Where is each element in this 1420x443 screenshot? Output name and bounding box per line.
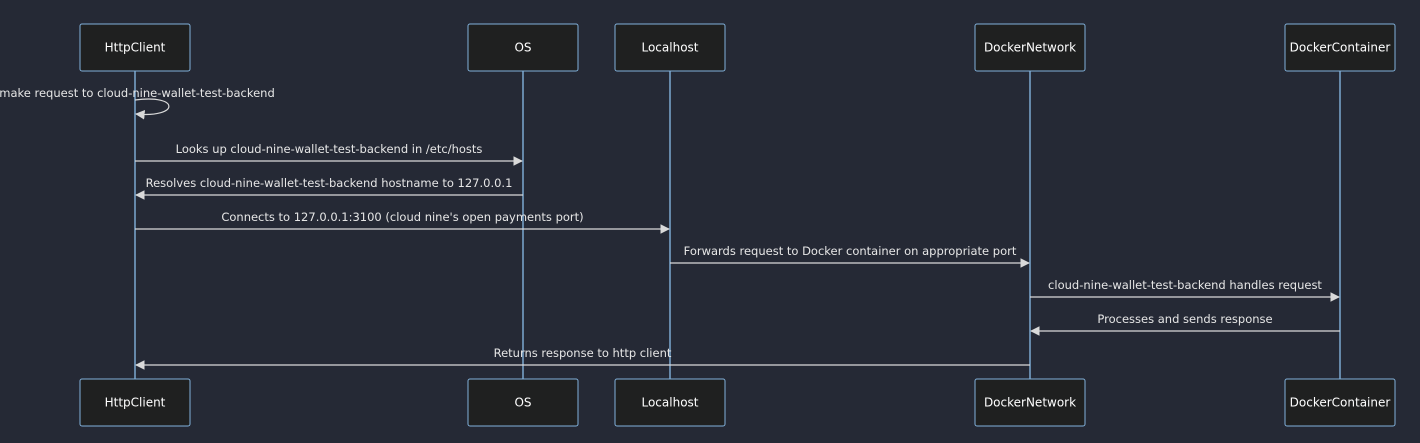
actor-bottom-dockernetwork: DockerNetwork: [974, 378, 1086, 427]
actor-label: HttpClient: [105, 396, 166, 410]
message-label: Connects to 127.0.0.1:3100 (cloud nine's…: [221, 210, 583, 224]
message-8: Returns response to http client: [135, 346, 1030, 370]
message-6: cloud-nine-wallet-test-backend handles r…: [1030, 278, 1340, 302]
actor-top-dockercontainer: DockerContainer: [1284, 23, 1396, 72]
actor-label: Localhost: [641, 396, 698, 410]
actor-label: DockerNetwork: [984, 396, 1076, 410]
actor-box: [467, 23, 579, 72]
message-label: Returns response to http client: [494, 346, 672, 360]
actor-box: [974, 23, 1086, 72]
message-label: Looks up cloud-nine-wallet-test-backend …: [176, 142, 483, 156]
message-5: Forwards request to Docker container on …: [670, 244, 1030, 268]
actor-box: [614, 23, 726, 72]
messages: make request to cloud-nine-wallet-test-b…: [0, 86, 1340, 370]
actor-bottom-localhost: Localhost: [614, 378, 726, 427]
actors-bottom: HttpClient OS Localhost DockerNetwork Docker…: [79, 378, 1396, 427]
actor-box: [974, 378, 1086, 427]
actor-bottom-dockercontainer: DockerContainer: [1284, 378, 1396, 427]
actor-bottom-httpclient: HttpClient: [79, 378, 191, 427]
actor-label: Localhost: [641, 41, 698, 55]
actor-top-os: OS: [467, 23, 579, 72]
actor-label: OS: [514, 396, 531, 410]
actor-label: DockerContainer: [1290, 41, 1391, 55]
message-arrow: [134, 98, 170, 120]
actor-label: OS: [514, 41, 531, 55]
actor-label: HttpClient: [105, 41, 166, 55]
message-4: Connects to 127.0.0.1:3100 (cloud nine's…: [135, 210, 670, 234]
message-2: Looks up cloud-nine-wallet-test-backend …: [135, 142, 523, 166]
message-label: make request to cloud-nine-wallet-test-b…: [0, 86, 275, 100]
lifelines: [134, 71, 1341, 379]
actor-box: [79, 23, 191, 72]
message-label: cloud-nine-wallet-test-backend handles r…: [1048, 278, 1322, 292]
actors-top: HttpClient OS Localhost DockerNetwork Docker…: [79, 23, 1396, 72]
actor-box: [1284, 378, 1396, 427]
actor-top-httpclient: HttpClient: [79, 23, 191, 72]
message-1: make request to cloud-nine-wallet-test-b…: [0, 86, 275, 120]
message-label: Resolves cloud-nine-wallet-test-backend …: [146, 176, 513, 190]
actor-top-localhost: Localhost: [614, 23, 726, 72]
actor-box: [1284, 23, 1396, 72]
actor-top-dockernetwork: DockerNetwork: [974, 23, 1086, 72]
actor-box: [79, 378, 191, 427]
actor-box: [467, 378, 579, 427]
message-7: Processes and sends response: [1030, 312, 1340, 336]
actor-bottom-os: OS: [467, 378, 579, 427]
message-label: Forwards request to Docker container on …: [684, 244, 1017, 258]
actor-box: [614, 378, 726, 427]
message-label: Processes and sends response: [1097, 312, 1272, 326]
actor-label: DockerContainer: [1290, 396, 1391, 410]
message-3: Resolves cloud-nine-wallet-test-backend …: [135, 176, 523, 200]
actor-label: DockerNetwork: [984, 41, 1076, 55]
